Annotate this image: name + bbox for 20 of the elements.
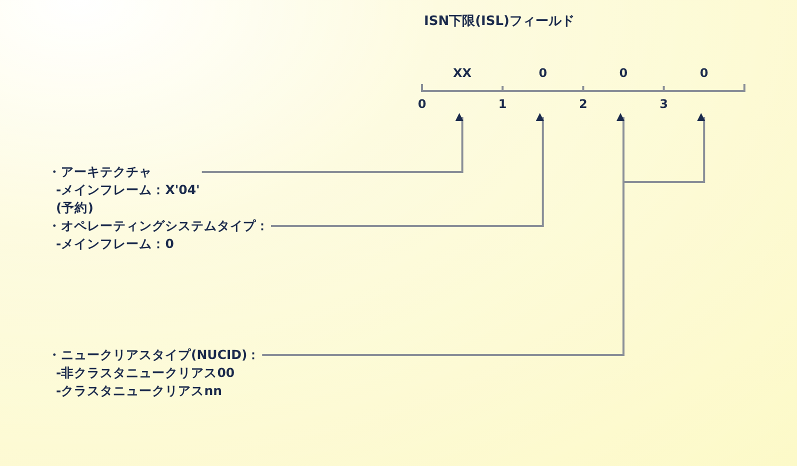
tick-label: 0 — [418, 97, 426, 111]
field-description: -クラスタニュークリアスnn — [55, 382, 223, 400]
field-value: XX — [453, 66, 472, 80]
field-heading: ・アーキテクチャ — [48, 163, 153, 181]
diagram-title: ISN下限(ISL)フィールド — [424, 13, 574, 30]
leader-arrow — [262, 113, 706, 356]
leader-arrow — [202, 113, 464, 173]
tick-label: 3 — [660, 97, 668, 111]
field-value: 0 — [700, 66, 708, 80]
field-description: -メインフレーム：0 — [55, 235, 175, 253]
tick-label: 1 — [498, 97, 507, 111]
field-heading: ・ニュークリアスタイプ(NUCID)： — [48, 346, 260, 364]
field-description: (予約) — [55, 199, 94, 217]
field-description: -非クラスタニュークリアス00 — [55, 364, 236, 382]
field-description: -メインフレーム：X'04' — [55, 181, 200, 199]
field-value: 0 — [538, 66, 548, 80]
field-value: 0 — [619, 66, 628, 80]
leader-arrow — [271, 113, 544, 227]
field-heading: ・オペレーティングシステムタイプ： — [48, 217, 269, 235]
tick-label: 2 — [579, 97, 588, 111]
